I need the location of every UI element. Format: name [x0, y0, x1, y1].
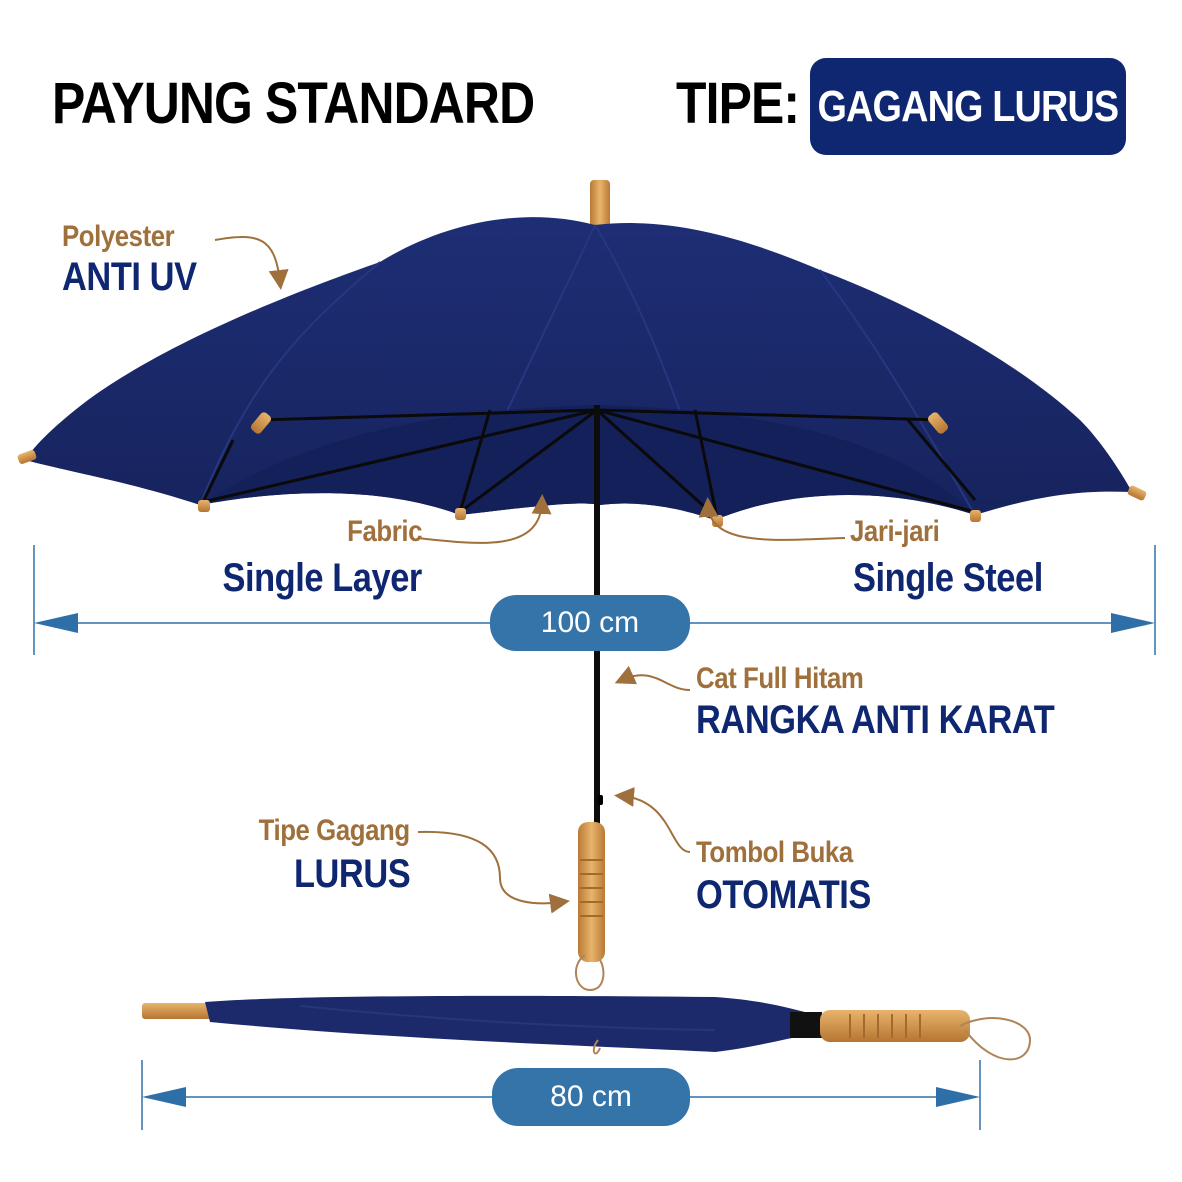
strap-icon: [575, 954, 605, 992]
closed-length-pill: 80 cm: [492, 1068, 690, 1126]
fabric-big-label: Single Layer: [222, 556, 423, 600]
type-badge-text: GAGANG LURUS: [817, 81, 1120, 131]
frame-small-label: Cat Full Hitam: [696, 662, 864, 695]
ribs-small-label: Jari-jari: [850, 515, 940, 548]
umbrella-open-icon: [17, 180, 1147, 992]
page-title: PAYUNG STANDARD: [52, 71, 535, 136]
fabric-small-label: Fabric: [347, 515, 422, 548]
type-label: TIPE:: [676, 71, 800, 136]
type-badge: GAGANG LURUS: [810, 58, 1126, 155]
handle-big-label: LURUS: [293, 852, 411, 896]
button-small-label: Tombol Buka: [696, 836, 853, 869]
open-button-icon: [598, 795, 603, 805]
material-big-label: ANTI UV: [62, 255, 197, 299]
handle-icon: [578, 822, 605, 962]
ribs-big-label: Single Steel: [853, 556, 1043, 600]
top-tip-icon: [590, 180, 610, 230]
handle-small-label: Tipe Gagang: [258, 814, 410, 847]
open-width-value: 100 cm: [540, 606, 640, 639]
umbrella-closed-icon: [142, 995, 1032, 1061]
open-width-pill: 100 cm: [490, 595, 690, 651]
curved-pointer-arrows-icon: [214, 236, 846, 914]
frame-big-label: RANGKA ANTI KARAT: [696, 698, 1055, 742]
closed-length-value: 80 cm: [550, 1080, 632, 1113]
material-small-label: Polyester: [62, 220, 175, 253]
button-big-label: OTOMATIS: [696, 873, 871, 917]
